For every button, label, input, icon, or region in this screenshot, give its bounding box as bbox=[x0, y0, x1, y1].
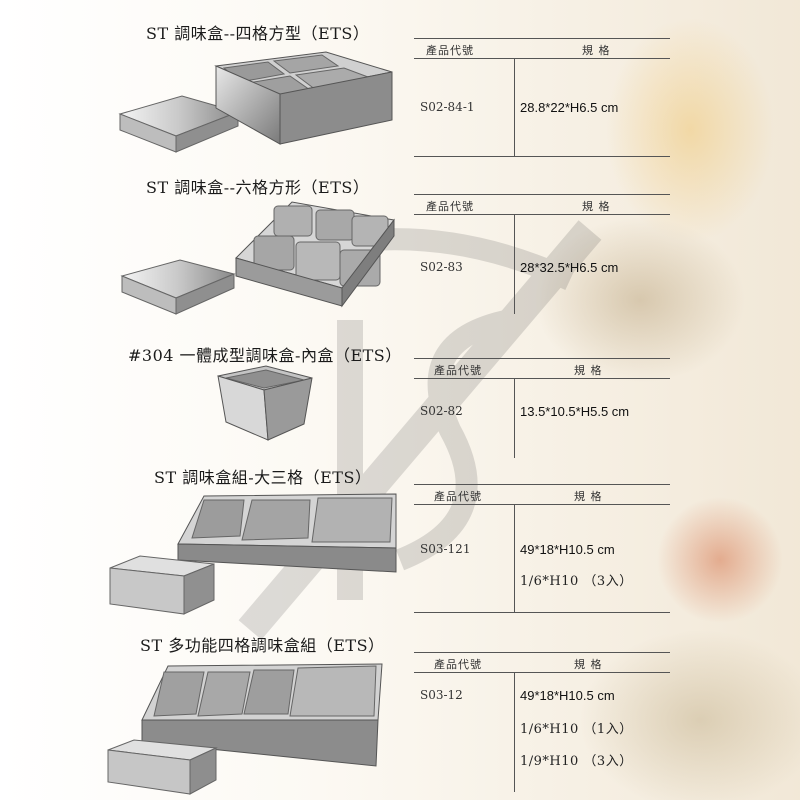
product-title: ST 調味盒組-大三格（ETS） bbox=[154, 468, 372, 487]
product-box-photo bbox=[235, 201, 395, 308]
product-size: 28*32.5*H6.5 cm bbox=[520, 260, 619, 275]
product-size: 49*18*H10.5 cm bbox=[520, 542, 615, 557]
product-code: S03-121 bbox=[420, 542, 471, 556]
product-code: S02-82 bbox=[420, 404, 463, 418]
product-code: S02-83 bbox=[420, 260, 463, 274]
product-code: S02-84-1 bbox=[420, 100, 475, 114]
spec-table: 產品代號 規 格 S02-83 28*32.5*H6.5 cm bbox=[414, 194, 670, 314]
spec-table: 產品代號 規 格 S03-12 49*18*H10.5 cm 1/6*H10 （… bbox=[414, 652, 670, 792]
product-size: 28.8*22*H6.5 cm bbox=[520, 100, 619, 115]
product-title: ST 調味盒--四格方型（ETS） bbox=[146, 24, 370, 43]
product-box-photo bbox=[177, 493, 397, 573]
header-spec: 規 格 bbox=[582, 200, 611, 213]
product-lid-photo bbox=[109, 555, 215, 615]
product-title: ST 多功能四格調味盒組（ETS） bbox=[140, 636, 385, 655]
spec-table: 產品代號 規 格 S02-84-1 28.8*22*H6.5 cm bbox=[414, 38, 670, 158]
product-box-photo bbox=[217, 365, 313, 441]
product-box-photo bbox=[141, 663, 383, 767]
header-spec: 規 格 bbox=[574, 490, 603, 503]
product-extra: 1/9*H10 （3入） bbox=[520, 754, 633, 769]
product-size: 49*18*H10.5 cm bbox=[520, 688, 615, 703]
header-spec: 規 格 bbox=[574, 364, 603, 377]
product-title: #304 一體成型調味盒-內盒（ETS） bbox=[128, 346, 402, 365]
product-lid-photo bbox=[120, 259, 236, 315]
product-lid-photo bbox=[107, 739, 218, 795]
header-code: 產品代號 bbox=[434, 658, 482, 671]
product-extra: 1/6*H10 （3入） bbox=[520, 574, 633, 589]
product-code: S03-12 bbox=[420, 688, 463, 702]
product-box-photo bbox=[214, 51, 393, 145]
spec-table: 產品代號 規 格 S03-121 49*18*H10.5 cm 1/6*H10 … bbox=[414, 484, 670, 613]
header-code: 產品代號 bbox=[434, 364, 482, 377]
spec-table: 產品代號 規 格 S02-82 13.5*10.5*H5.5 cm bbox=[414, 358, 670, 458]
header-spec: 規 格 bbox=[574, 658, 603, 671]
header-code: 產品代號 bbox=[426, 200, 474, 213]
product-size: 13.5*10.5*H5.5 cm bbox=[520, 404, 630, 419]
product-extra: 1/6*H10 （1入） bbox=[520, 722, 633, 737]
header-code: 產品代號 bbox=[426, 44, 474, 57]
header-spec: 規 格 bbox=[582, 44, 611, 57]
product-title: ST 調味盒--六格方形（ETS） bbox=[146, 178, 370, 197]
header-code: 產品代號 bbox=[434, 490, 482, 503]
